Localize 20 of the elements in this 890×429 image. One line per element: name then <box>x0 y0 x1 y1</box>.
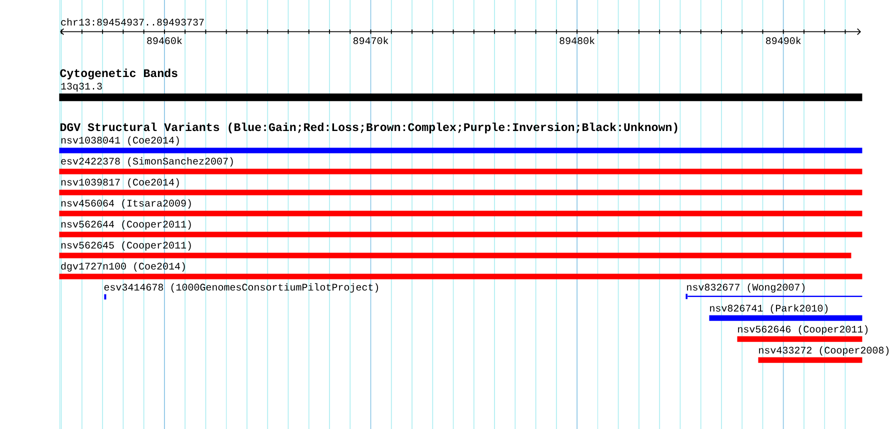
feature-label: nsv1039817 (Coe2014) <box>61 178 179 188</box>
feature-label: dgv1727n100 (Coe2014) <box>61 262 185 272</box>
feature-label: esv3414678 (1000GenomesConsortiumPilotProject) <box>104 283 378 293</box>
feature-label: nsv562645 (Cooper2011) <box>61 241 191 251</box>
tick-label: 89460k <box>147 36 182 44</box>
feature-label: nsv832677 (Wong2007) <box>687 283 805 293</box>
feature-label: esv2422378 (SimonSanchez2007) <box>61 157 233 167</box>
tick-label: 89480k <box>560 36 595 44</box>
tick-label: 89470k <box>353 36 388 44</box>
locus-label: chr13:89454937..89493737 <box>61 18 204 26</box>
track-title: DGV Structural Variants (Blue:Gain;Red:Loss;Brown:Complex;Purple:Inversion;Black:Unknown) <box>60 122 678 134</box>
track-title: Cytogenetic Bands <box>60 68 178 80</box>
feature-label: nsv433272 (Cooper2008) <box>759 346 889 356</box>
feature-label: nsv562644 (Cooper2011) <box>61 220 191 230</box>
feature-label: nsv456064 (Itsara2009) <box>61 199 191 209</box>
tick-label: 89490k <box>766 36 801 44</box>
band-label: 13q31.3 <box>61 82 102 92</box>
feature-label: nsv1038041 (Coe2014) <box>61 136 179 146</box>
feature-label: nsv826741 (Park2010) <box>710 304 828 314</box>
feature-label: nsv562646 (Cooper2011) <box>738 325 868 335</box>
